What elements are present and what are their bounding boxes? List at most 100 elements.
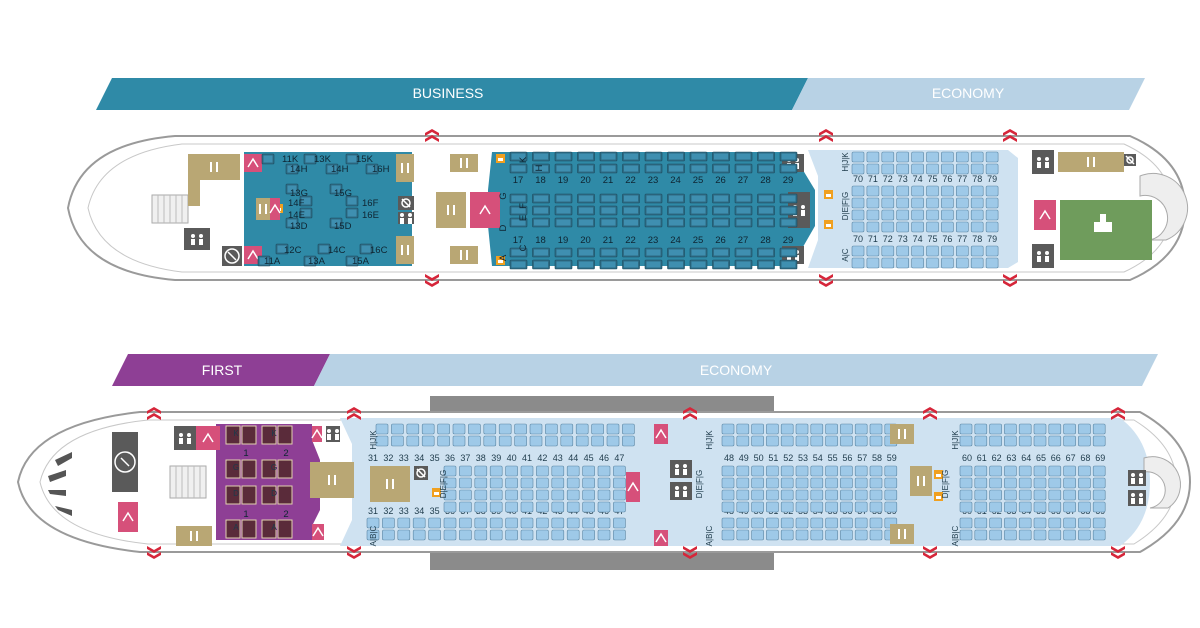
- seat[interactable]: [597, 517, 611, 529]
- seat[interactable]: [613, 501, 626, 513]
- seat[interactable]: [545, 423, 558, 435]
- seat[interactable]: [810, 529, 824, 541]
- seat[interactable]: [896, 209, 910, 221]
- seat[interactable]: [751, 489, 764, 501]
- seat[interactable]: [985, 257, 999, 269]
- seat[interactable]: [896, 185, 910, 197]
- seat[interactable]: [766, 477, 779, 489]
- seat[interactable]: [866, 163, 880, 175]
- seat[interactable]: [795, 477, 809, 489]
- seat[interactable]: [896, 151, 910, 163]
- seat[interactable]: [884, 477, 898, 489]
- seat[interactable]: [974, 465, 988, 477]
- seat[interactable]: [1004, 435, 1017, 447]
- seat[interactable]: [866, 245, 880, 257]
- seat[interactable]: [926, 151, 939, 163]
- seat[interactable]: [397, 517, 411, 529]
- first-class-suite[interactable]: [225, 519, 241, 539]
- seat[interactable]: [989, 517, 1002, 529]
- seat[interactable]: [884, 465, 898, 477]
- seat[interactable]: [851, 257, 865, 269]
- seat[interactable]: [606, 435, 620, 447]
- seat[interactable]: [1033, 501, 1047, 513]
- seat[interactable]: [397, 529, 411, 541]
- seat[interactable]: [1048, 517, 1062, 529]
- seat[interactable]: [795, 465, 809, 477]
- seat[interactable]: [597, 489, 611, 501]
- seat[interactable]: [474, 477, 488, 489]
- seat[interactable]: [825, 489, 838, 501]
- seat[interactable]: [1063, 529, 1076, 541]
- seat[interactable]: [489, 529, 503, 541]
- seat[interactable]: [751, 529, 764, 541]
- seat[interactable]: [582, 529, 595, 541]
- seat[interactable]: [536, 489, 549, 501]
- seat[interactable]: [941, 209, 954, 221]
- seat[interactable]: [751, 477, 764, 489]
- seat[interactable]: [566, 477, 580, 489]
- seat[interactable]: [751, 465, 764, 477]
- seat[interactable]: [881, 151, 895, 163]
- seat[interactable]: [825, 477, 838, 489]
- seat[interactable]: [1092, 517, 1106, 529]
- seat[interactable]: [613, 529, 626, 541]
- seat[interactable]: [366, 529, 380, 541]
- seat[interactable]: [520, 501, 534, 513]
- seat[interactable]: [459, 501, 472, 513]
- seat[interactable]: [520, 517, 534, 529]
- seat[interactable]: [751, 517, 764, 529]
- seat[interactable]: [854, 477, 868, 489]
- seat[interactable]: [1048, 435, 1062, 447]
- seat[interactable]: [536, 501, 549, 513]
- seat[interactable]: [1018, 435, 1032, 447]
- seat[interactable]: [1063, 477, 1076, 489]
- seat[interactable]: [780, 423, 794, 435]
- seat[interactable]: [1004, 529, 1017, 541]
- seat[interactable]: [959, 501, 973, 513]
- seat[interactable]: [926, 245, 939, 257]
- seat[interactable]: [780, 501, 794, 513]
- seat[interactable]: [721, 465, 735, 477]
- seat[interactable]: [520, 529, 534, 541]
- seat[interactable]: [421, 435, 435, 447]
- seat[interactable]: [1018, 517, 1032, 529]
- seat[interactable]: [854, 489, 868, 501]
- seat[interactable]: [926, 209, 939, 221]
- seat[interactable]: [854, 517, 868, 529]
- seat[interactable]: [736, 477, 750, 489]
- seat[interactable]: [766, 501, 779, 513]
- seat[interactable]: [597, 501, 611, 513]
- seat[interactable]: [766, 435, 779, 447]
- seat[interactable]: [382, 529, 395, 541]
- seat[interactable]: [428, 517, 441, 529]
- seat[interactable]: [970, 245, 984, 257]
- seat[interactable]: [941, 257, 954, 269]
- seat[interactable]: [529, 423, 543, 435]
- seat[interactable]: [825, 501, 838, 513]
- seat[interactable]: [869, 529, 883, 541]
- seat[interactable]: [869, 501, 883, 513]
- seat[interactable]: [1092, 465, 1106, 477]
- seat[interactable]: [613, 465, 626, 477]
- seat[interactable]: [622, 423, 635, 435]
- seat[interactable]: [840, 517, 853, 529]
- seat[interactable]: [437, 423, 450, 435]
- seat[interactable]: [505, 517, 518, 529]
- seat[interactable]: [613, 477, 626, 489]
- seat[interactable]: [505, 501, 518, 513]
- seat[interactable]: [884, 501, 898, 513]
- seat[interactable]: [851, 209, 865, 221]
- seat[interactable]: [795, 435, 809, 447]
- seat[interactable]: [941, 221, 954, 233]
- seat[interactable]: [1033, 423, 1047, 435]
- seat[interactable]: [941, 151, 954, 163]
- seat[interactable]: [721, 517, 735, 529]
- seat[interactable]: [810, 423, 824, 435]
- seat[interactable]: [520, 489, 534, 501]
- seat[interactable]: [1033, 529, 1047, 541]
- seat[interactable]: [560, 435, 574, 447]
- seat[interactable]: [810, 489, 824, 501]
- seat[interactable]: [443, 465, 457, 477]
- seat[interactable]: [955, 151, 969, 163]
- seat[interactable]: [443, 517, 457, 529]
